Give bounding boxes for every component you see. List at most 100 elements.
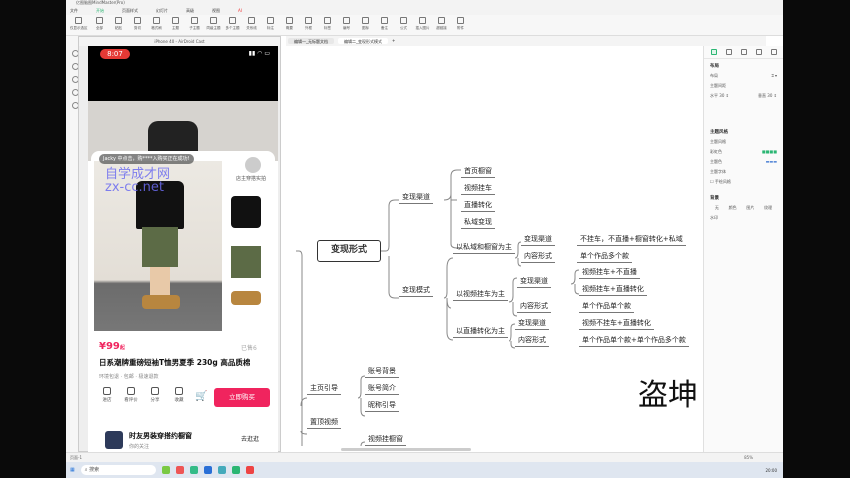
node[interactable]: 变现渠道 [521, 234, 555, 246]
thumb-tshirt[interactable] [231, 196, 261, 228]
node[interactable]: 单个作品单个款+单个作品多个款 [579, 335, 689, 347]
mindmap-root-node[interactable]: 变现形式 [317, 240, 381, 262]
system-clock[interactable]: 20:00 [765, 467, 777, 473]
app-icon[interactable] [217, 466, 226, 474]
app-icon[interactable] [203, 466, 212, 474]
toolbar-button[interactable]: 编号 [340, 17, 354, 33]
toolbar-button[interactable]: 标签 [321, 17, 335, 33]
node[interactable]: 账号背景 [365, 366, 399, 378]
product-title[interactable]: 日系潮牌重磅短袖T恤男夏季 230g 高品质棉 [99, 358, 251, 367]
page-indicator[interactable]: 页面-1 [70, 455, 82, 460]
menu-file[interactable]: 文件 [70, 8, 78, 13]
toolbar-button[interactable]: 主题 [169, 17, 183, 33]
favorite-button[interactable]: 收藏 [169, 387, 189, 403]
app-icon[interactable] [175, 466, 184, 474]
go-shop-button[interactable]: 去逛逛 [241, 436, 260, 443]
style-tab-icon[interactable] [725, 49, 732, 55]
menu-advanced[interactable]: 高级 [186, 8, 194, 13]
phone-screen[interactable]: 8:07 ▮▮ ◠ ▭ Jacky 中点击，购****入购买正在成功! 自学成才… [88, 46, 278, 452]
node[interactable]: 昵称引导 [365, 400, 399, 412]
node[interactable]: 视频挂车 [461, 183, 495, 195]
toolbar-button[interactable]: 备注 [378, 17, 392, 33]
app-icon[interactable] [161, 466, 170, 474]
node[interactable]: 内容形式 [515, 335, 549, 347]
node[interactable]: 变现渠道 [515, 318, 549, 330]
hand-drawn-checkbox[interactable]: ☐ 手绘风格 [710, 179, 731, 184]
node[interactable]: 以直播转化为主 [453, 326, 508, 338]
add-to-cart-icon[interactable]: 🛒 [195, 391, 208, 402]
node[interactable]: 变现渠道 [517, 276, 551, 288]
node[interactable]: 以视频挂车为主 [453, 289, 508, 301]
horizontal-scrollbar[interactable] [341, 448, 471, 451]
node[interactable]: 视频不挂车+直播转化 [579, 318, 654, 330]
theme-color-select[interactable]: 主题色 ▬▬▬ [710, 159, 777, 164]
product-image[interactable] [94, 161, 222, 331]
menu-view[interactable]: 视图 [212, 8, 220, 13]
taskbar-search[interactable]: ⌕ 搜索 [80, 465, 156, 475]
toolbar-button[interactable]: 公式 [397, 17, 411, 33]
node-homepage-guide[interactable]: 主页引导 [307, 383, 341, 395]
node[interactable]: 直播转化 [461, 200, 495, 212]
toolbar-button[interactable]: 粘贴 [112, 17, 126, 33]
node[interactable]: 单个作品多个款 [577, 251, 632, 263]
toolbar-button[interactable]: 概要 [283, 17, 297, 33]
toolbar-button[interactable]: 格式刷 [150, 17, 164, 33]
toolbar-button[interactable]: 同级主题 [207, 17, 221, 33]
theme-font-select[interactable]: 主题字体 [710, 169, 777, 175]
node-monetization-mode[interactable]: 变现模式 [399, 285, 433, 297]
toolbar-button[interactable]: 插入图片 [416, 17, 430, 33]
store-button[interactable]: 进店 [97, 387, 117, 403]
bg-image[interactable]: 图片 [746, 205, 755, 210]
zoom-level[interactable]: 85% [744, 455, 753, 460]
toolbar-button[interactable]: 全部 [93, 17, 107, 33]
toolbar-button[interactable]: 仅显示选区 [70, 17, 88, 33]
app-icon[interactable] [245, 466, 254, 474]
node[interactable]: 以私域和橱窗为主 [453, 242, 515, 254]
add-tab-icon[interactable]: + [392, 38, 396, 43]
menu-slides[interactable]: 幻灯片 [156, 8, 168, 13]
node[interactable]: 视频挂车+直播转化 [579, 284, 647, 296]
toolbar-button[interactable]: 标注 [264, 17, 278, 33]
menu-page-style[interactable]: 页面样式 [122, 8, 138, 13]
node[interactable]: 不挂车，不直播+橱窗转化+私域 [577, 234, 686, 246]
rainbow-select[interactable]: 彩虹色 ■■■■ [710, 149, 777, 154]
thumb-shorts[interactable] [231, 246, 261, 278]
node[interactable]: 首页橱窗 [461, 166, 495, 178]
app-icon[interactable] [189, 466, 198, 474]
share-button[interactable]: 分享 [145, 387, 165, 403]
bg-texture[interactable]: 纹理 [764, 205, 773, 210]
toolbar-button[interactable]: 外框 [302, 17, 316, 33]
tab-doc-1[interactable]: 编辑一_无标题文档 [288, 38, 334, 44]
toolbar-button[interactable]: 图标 [359, 17, 373, 33]
node-pinned-video[interactable]: 置顶视频 [307, 417, 341, 429]
cart-badge-icon[interactable] [245, 157, 261, 173]
app-icon[interactable] [231, 466, 240, 474]
shop-name[interactable]: 时友男装穿搭约橱窗 [129, 432, 192, 440]
mindmap-canvas[interactable]: 变现形式 变现渠道 首页橱窗 视频挂车 直播转化 私域变现 变现模式 以私域和橱… [281, 46, 703, 452]
menu-home[interactable]: 开始 [96, 8, 104, 13]
toolbar-button[interactable]: 子主题 [188, 17, 202, 33]
node[interactable]: 内容形式 [517, 301, 551, 313]
tab-doc-2[interactable]: 编辑二_变现形式模式 [338, 38, 388, 44]
toolbar-button[interactable]: 超链接 [435, 17, 449, 33]
reviews-button[interactable]: 看评价 [121, 387, 141, 403]
thumb-shoes[interactable] [231, 291, 261, 305]
node[interactable]: 内容形式 [521, 251, 555, 263]
spacing-inputs[interactable]: 水平 30 ⇕ 垂直 30 ⇕ [710, 93, 777, 98]
bg-color[interactable]: 颜色 [728, 205, 737, 210]
node[interactable]: 账号简介 [365, 383, 399, 395]
theme-style-select[interactable]: 主题风格 [710, 139, 777, 145]
settings-tab-icon[interactable] [740, 49, 747, 55]
node[interactable]: 视频挂车+不直播 [579, 267, 640, 279]
buy-now-button[interactable]: 立即购买 [214, 388, 270, 407]
bg-none[interactable]: 无 [714, 205, 719, 210]
node[interactable]: 私域变现 [461, 217, 495, 229]
watermark-option[interactable]: 水印 [710, 215, 777, 221]
layout-tab-icon[interactable] [710, 49, 717, 55]
node[interactable]: 视频挂橱窗 [365, 434, 406, 446]
clock-tab-icon[interactable] [770, 49, 777, 55]
menu-ai[interactable]: AI [238, 8, 242, 13]
toolbar-button[interactable]: 剪切 [131, 17, 145, 33]
toolbar-button[interactable]: 关系线 [245, 17, 259, 33]
node[interactable]: 单个作品单个款 [579, 301, 634, 313]
